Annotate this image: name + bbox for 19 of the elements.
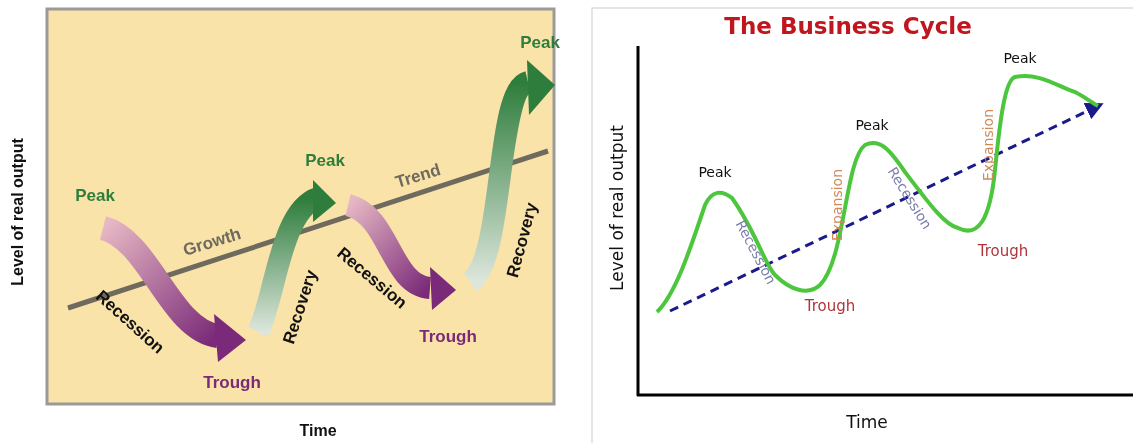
- peak-label: Peak: [520, 33, 560, 51]
- axis-title: Level of real output: [10, 138, 26, 286]
- trough-label: Trough: [203, 373, 261, 391]
- chart-title: The Business Cycle: [724, 14, 972, 38]
- axis-title: Time: [846, 413, 888, 431]
- axis-title: Level of real output: [608, 125, 626, 291]
- trend-label: Trend: [393, 161, 443, 191]
- trough-label: Trough: [804, 298, 856, 314]
- growth-label: Growth: [181, 225, 243, 259]
- trough-label: Trough: [419, 327, 477, 345]
- phase-label: Expansion: [981, 108, 995, 182]
- peak-label: Peak: [75, 186, 115, 204]
- trough-label: Trough: [977, 243, 1029, 259]
- phase-label: Expansion: [830, 168, 844, 242]
- peak-label: Peak: [698, 165, 732, 179]
- peak-label: Peak: [855, 118, 889, 132]
- axis-title: Time: [299, 423, 337, 439]
- peak-label: Peak: [305, 151, 345, 169]
- peak-label: Peak: [1003, 51, 1037, 65]
